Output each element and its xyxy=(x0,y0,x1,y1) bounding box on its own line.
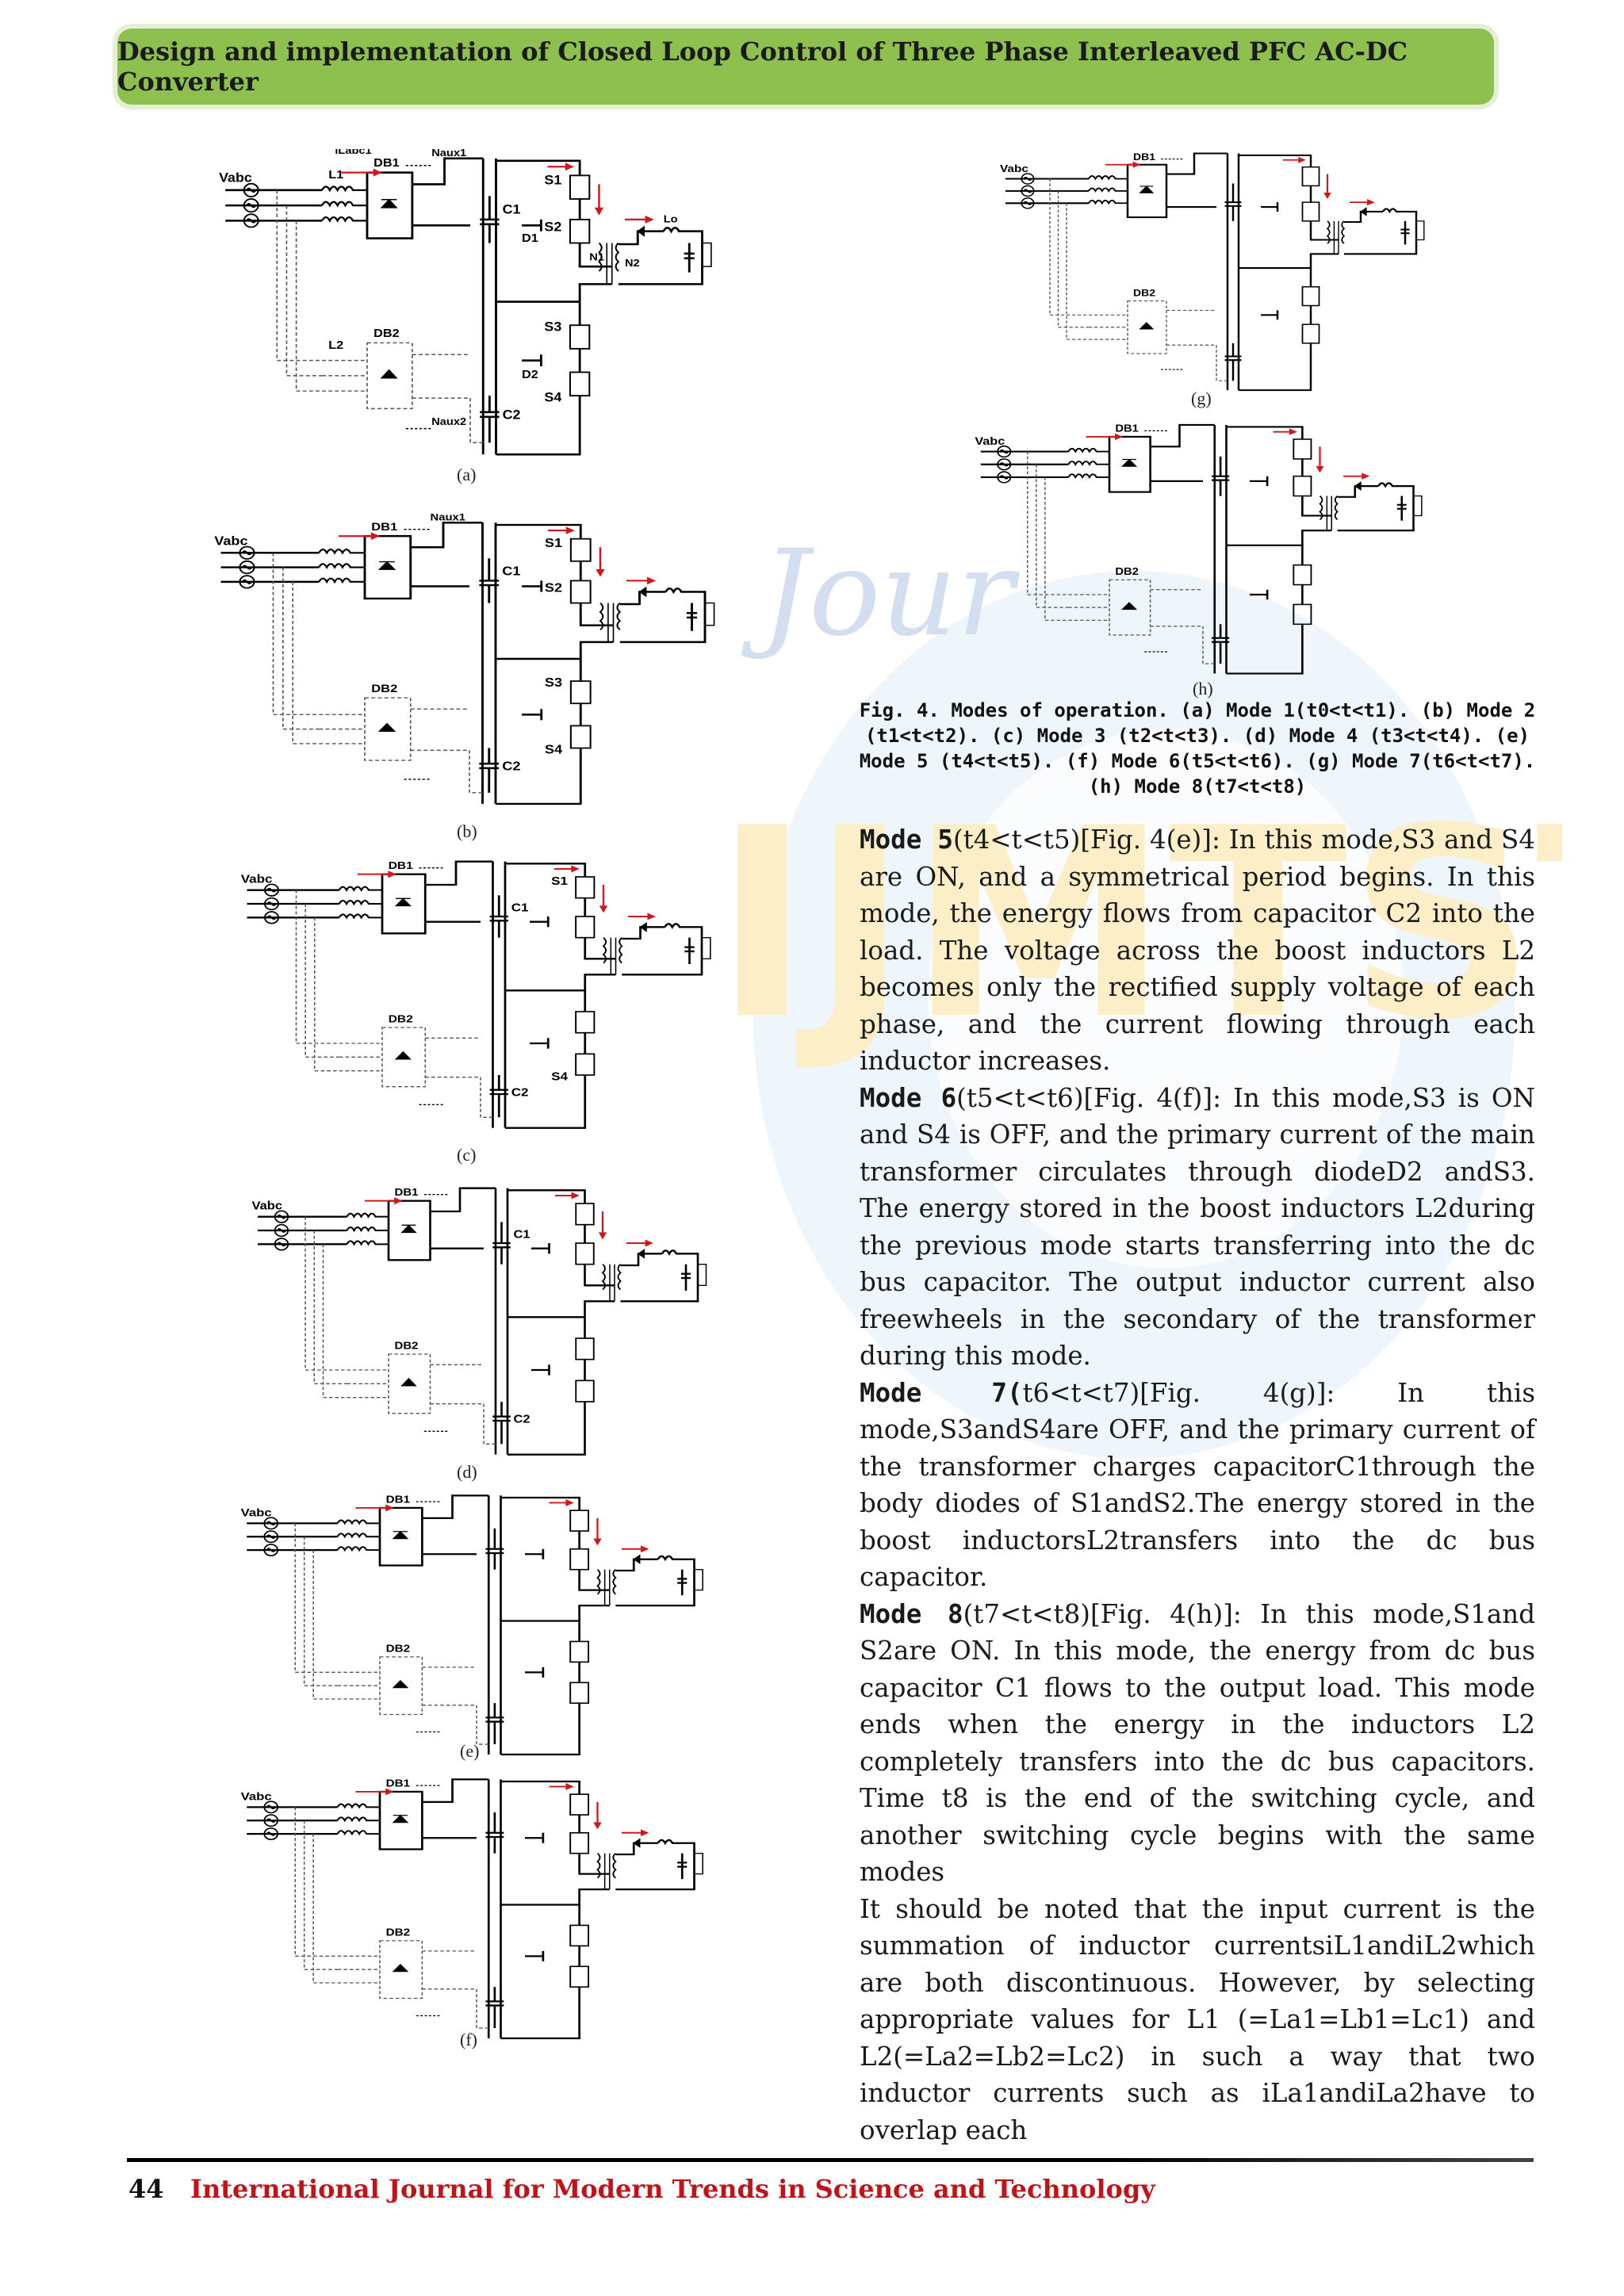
paragraph-mode-5: Mode 5(t4<t<t5)[Fig. 4(e)]: In this mode… xyxy=(860,821,1535,1080)
label-vabc: Vabc xyxy=(241,1506,272,1519)
label-db2: DB2 xyxy=(386,1643,411,1655)
label-s3: S3 xyxy=(544,320,561,334)
circuit-figure-f: Vabc DB1 DB2 (f) xyxy=(235,1771,718,2049)
label-c1: C1 xyxy=(511,901,529,914)
footer-journal-name: International Journal for Modern Trends … xyxy=(190,2174,1155,2204)
figure-label-d: (d) xyxy=(457,1462,477,1482)
label-c2: C2 xyxy=(514,1413,530,1425)
body-text-column: Mode 5(t4<t<t5)[Fig. 4(e)]: In this mode… xyxy=(860,821,1535,2149)
label-c2: C2 xyxy=(503,408,521,422)
label-s3: S3 xyxy=(545,675,562,689)
figure-label-e: (e) xyxy=(460,1741,480,1761)
label-lo: Lo xyxy=(664,212,678,224)
label-db1: DB1 xyxy=(395,1187,419,1199)
label-c1: C1 xyxy=(502,564,520,578)
label-naux1: Naux1 xyxy=(431,514,466,522)
paragraph-mode-8: Mode 8(t7<t<t8)[Fig. 4(h)]: In this mode… xyxy=(860,1596,1535,1891)
label-db1: DB1 xyxy=(1115,423,1139,434)
paragraph-mode-7: Mode 7(t6<t<t7)[Fig. 4(g)]: In this mode… xyxy=(860,1375,1535,1596)
figure-label-h: (h) xyxy=(1193,679,1213,698)
label-vabc: Vabc xyxy=(214,534,247,548)
circuit-figure-b: Vabc DB1 Naux1 C1 S1 S2 DB2 C2 S3 S4 (b) xyxy=(208,514,731,841)
label-db1: DB1 xyxy=(371,521,398,534)
circuit-figure-g: Vabc DB1 DB2 (g) xyxy=(994,146,1438,408)
label-n2: N2 xyxy=(625,257,640,269)
label-n1: N1 xyxy=(589,251,604,262)
circuit-figure-e: Vabc DB1 DB2 (e) xyxy=(235,1487,718,1765)
label-vabc: Vabc xyxy=(975,435,1005,448)
label-db2: DB2 xyxy=(373,327,400,340)
label-s2: S2 xyxy=(545,581,562,595)
label-s1: S1 xyxy=(545,536,562,549)
label-db2: DB2 xyxy=(395,1340,419,1352)
mode-6-text: (t5<t<t6)[Fig. 4(f)]: In this mode,S3 is… xyxy=(860,1082,1535,1372)
label-db1: DB1 xyxy=(386,1777,411,1789)
label-s4: S4 xyxy=(551,1071,568,1084)
label-c2: C2 xyxy=(502,760,520,773)
footer-rule xyxy=(127,2158,1534,2162)
label-vabc: Vabc xyxy=(252,1200,283,1212)
figure-label-c: (c) xyxy=(457,1145,477,1165)
label-db2: DB2 xyxy=(386,1927,411,1938)
circuit-figure-d: Vabc DB1 C1 DB2 C2 (d) xyxy=(246,1180,722,1482)
label-s1: S1 xyxy=(544,173,561,187)
label-naux1: Naux1 xyxy=(431,149,466,159)
circuit-figure-c: Vabc DB1 C1 S1 DB2 C2 S4 (c) xyxy=(235,853,726,1165)
label-db1: DB1 xyxy=(386,1494,411,1506)
label-d1: D1 xyxy=(522,232,538,245)
label-c1: C1 xyxy=(514,1228,530,1241)
label-db2: DB2 xyxy=(371,683,397,695)
figure-label-a: (a) xyxy=(457,465,477,484)
mode-7-text: t6<t<t7)[Fig. 4(g)]: In this mode,S3andS… xyxy=(860,1377,1536,1593)
page-header-title: Design and implementation of Closed Loop… xyxy=(117,36,1408,97)
label-db1: DB1 xyxy=(1133,151,1155,163)
label-s2: S2 xyxy=(544,220,561,234)
label-s4: S4 xyxy=(544,390,561,404)
label-vabc: Vabc xyxy=(241,1790,272,1803)
label-s1: S1 xyxy=(551,875,568,888)
label-db1: DB1 xyxy=(389,860,413,872)
label-db2: DB2 xyxy=(389,1013,413,1025)
label-vabc: Vabc xyxy=(219,170,252,185)
label-ilabc1: iLabc1 xyxy=(335,149,372,156)
mode-8-text: (t7<t<t8)[Fig. 4(h)]: In this mode,S1and… xyxy=(860,1598,1535,1888)
label-d2: D2 xyxy=(522,369,538,381)
mode-6-label: Mode 6 xyxy=(860,1082,957,1113)
mode-5-text: (t4<t<t5)[Fig. 4(e)]: In this mode,S3 an… xyxy=(860,825,1535,1076)
label-naux2: Naux2 xyxy=(431,415,466,427)
mode-7-label: Mode 7( xyxy=(860,1377,1023,1408)
label-db1: DB1 xyxy=(373,157,400,170)
circuit-figure-h: Vabc DB1 DB2 (h) xyxy=(969,417,1437,698)
figure-label-g: (g) xyxy=(1191,388,1212,408)
circuit-figure-a: Vabc L1 DB1 Naux1 iLabc1 C1 S1 S2 D1 N1 … xyxy=(213,149,728,484)
label-l2: L2 xyxy=(328,339,343,351)
label-db2: DB2 xyxy=(1133,288,1155,299)
label-c2: C2 xyxy=(511,1087,529,1100)
header-band: Design and implementation of Closed Loop… xyxy=(117,29,1494,105)
figure-label-f: (f) xyxy=(460,2030,477,2049)
paragraph-mode-6: Mode 6(t5<t<t6)[Fig. 4(f)]: In this mode… xyxy=(860,1080,1535,1375)
mode-5-label: Mode 5 xyxy=(860,825,953,855)
label-s4: S4 xyxy=(545,743,563,756)
figure-caption: Fig. 4. Modes of operation. (a) Mode 1(t… xyxy=(859,699,1536,798)
page-number: 44 xyxy=(128,2174,164,2204)
figure-label-b: (b) xyxy=(457,821,477,841)
mode-8-label: Mode 8 xyxy=(860,1598,963,1629)
label-vabc: Vabc xyxy=(1000,163,1028,175)
label-vabc: Vabc xyxy=(241,873,273,886)
paragraph-input-current: It should be noted that the input curren… xyxy=(860,1893,1535,2145)
label-db2: DB2 xyxy=(1115,566,1139,577)
label-c1: C1 xyxy=(503,202,521,216)
label-l1: L1 xyxy=(328,169,343,182)
